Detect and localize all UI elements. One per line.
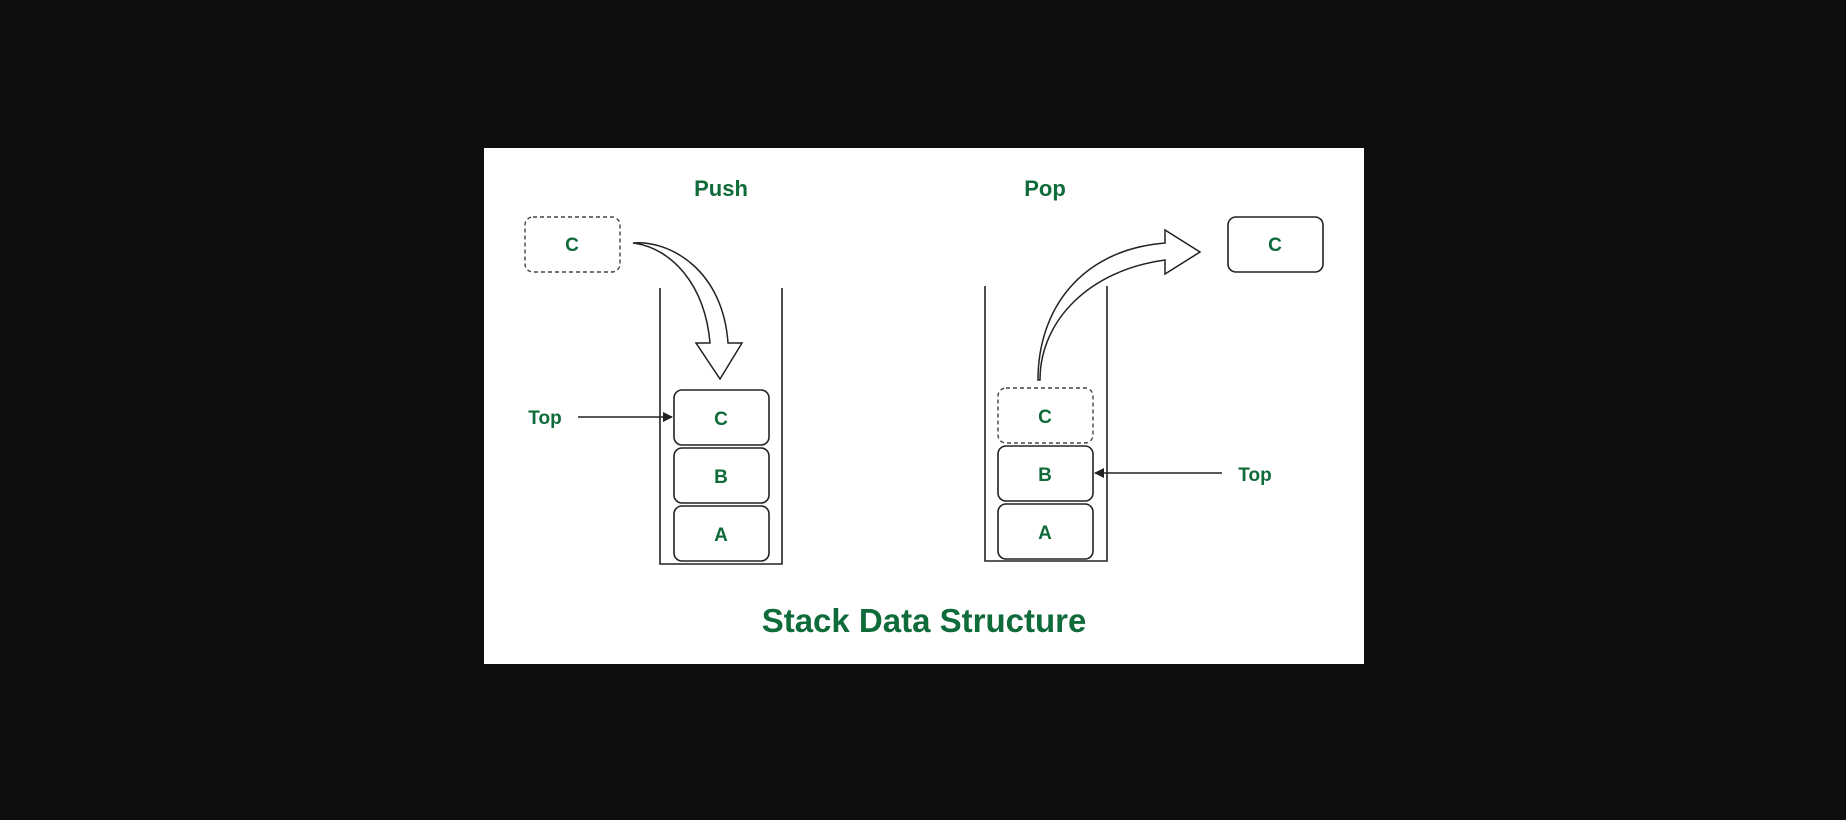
pop-top-label: Top <box>1238 465 1271 486</box>
push-top-label: Top <box>528 408 561 429</box>
pop-stack-item-label: B <box>1038 465 1052 486</box>
push-stack-container <box>659 288 783 565</box>
push-stack-item-label: B <box>714 467 728 488</box>
pop-removed-label: C <box>1268 235 1282 256</box>
pop-curved-arrow-icon <box>1037 228 1202 381</box>
pop-stack-item <box>997 445 1094 502</box>
push-stack-item-label: C <box>714 409 728 430</box>
pop-heading: Pop <box>1024 176 1066 201</box>
push-incoming-label: C <box>565 235 579 256</box>
push-stack-item <box>673 447 770 504</box>
pop-removed-box <box>1227 216 1324 273</box>
pop-stack-item-label: C <box>1038 407 1052 428</box>
push-stack-item <box>673 505 770 562</box>
pop-stack-item <box>997 503 1094 560</box>
pop-removed-placeholder <box>997 387 1094 444</box>
push-stack-item-label: A <box>714 525 728 546</box>
push-curved-arrow-icon <box>632 242 744 381</box>
push-heading: Push <box>694 176 748 201</box>
diagram-title: Stack Data Structure <box>762 602 1087 639</box>
push-incoming-box <box>524 216 621 273</box>
pop-stack-container <box>984 286 1108 562</box>
push-stack-item <box>673 389 770 446</box>
diagram-canvas <box>484 148 1364 664</box>
pop-stack-item-label: A <box>1038 523 1052 544</box>
